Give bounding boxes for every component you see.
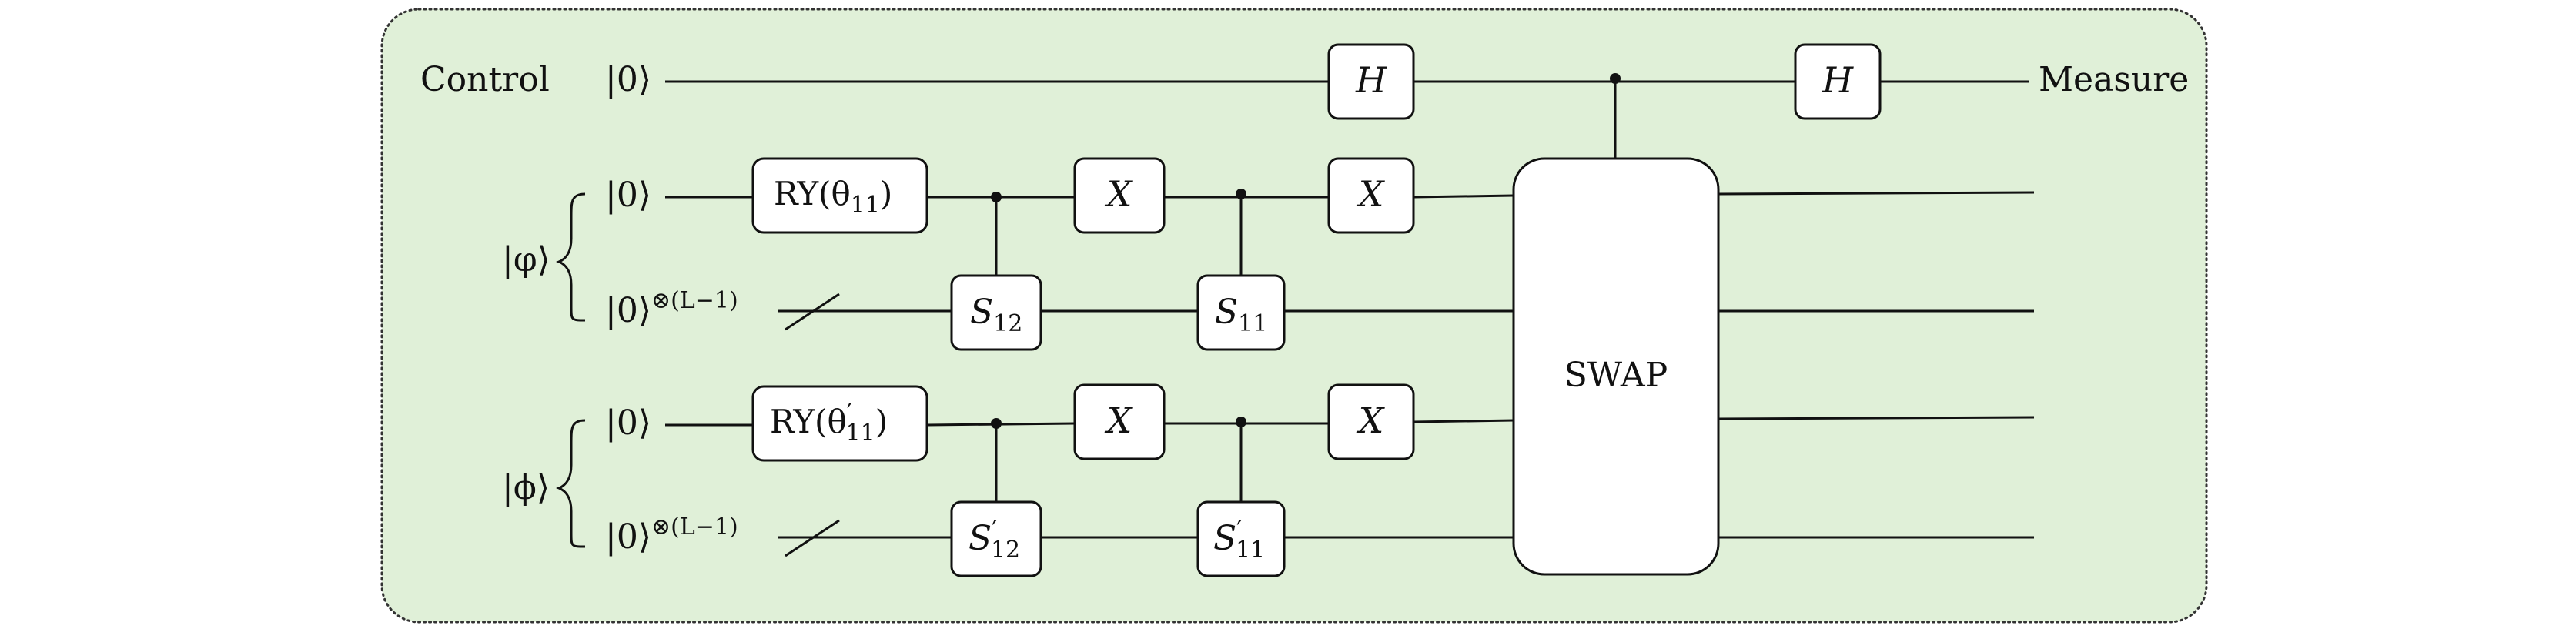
hadamard-gate-1: H (1327, 43, 1415, 120)
control-label: Control (420, 60, 550, 99)
s-prime: ′ (1236, 517, 1242, 544)
ry-prime: ′ (847, 400, 852, 427)
ket-zero-psi: |0⟩ (605, 403, 651, 443)
gate-label-s: S (969, 519, 992, 558)
gate-label-x: X (1357, 400, 1386, 441)
bundle-slash (785, 293, 840, 331)
s11-gate: S11 (1196, 274, 1286, 351)
gate-label-h: H (1355, 59, 1387, 101)
control-dot (991, 418, 1002, 429)
gate-label-swap: SWAP (1564, 356, 1668, 395)
x-gate-1: X (1073, 157, 1166, 234)
wires (665, 79, 2035, 557)
x-gate-2: X (1327, 157, 1415, 234)
gate-label-s: S (1215, 293, 1238, 332)
svg-text:RY(θ11): RY(θ11) (774, 175, 892, 219)
svg-text:S′12: S′12 (969, 517, 1020, 564)
ry-subscript: 11 (846, 420, 875, 447)
control-dot (1236, 189, 1246, 199)
svg-text:S11: S11 (1215, 293, 1267, 337)
tensor-power-psi: ⊗(L−1) (651, 514, 738, 540)
psi-wire-segment (1413, 419, 1514, 423)
tensor-power-phi: ⊗(L−1) (651, 287, 738, 314)
bundle-slash (785, 519, 840, 557)
hadamard-gate-2: H (1794, 43, 1882, 120)
svg-text:|0⟩⊗(L−1): |0⟩⊗(L−1) (605, 287, 738, 330)
svg-text:|0⟩⊗(L−1): |0⟩⊗(L−1) (605, 514, 738, 557)
gate-label-x: X (1105, 400, 1134, 441)
s-subscript: 11 (1238, 310, 1267, 337)
psi-register-brace (555, 419, 586, 548)
ry-close: ) (875, 403, 888, 440)
swap-gate: SWAP (1512, 157, 1720, 576)
measure-label: Measure (2039, 60, 2189, 99)
s-subscript: 12 (993, 310, 1022, 337)
s-subscript: 11 (1236, 537, 1265, 564)
control-dot (1610, 73, 1621, 84)
s12-gate: S12 (950, 274, 1042, 351)
ry-gate-phi: RY(θ11) (751, 157, 928, 234)
phi-register-label: |φ⟩ (502, 240, 550, 279)
psi-register-label: |ϕ⟩ (502, 468, 550, 507)
gate-label-h: H (1822, 59, 1854, 101)
s-prime: ′ (992, 517, 997, 544)
ket-zero-phi-lower: |0⟩ (605, 291, 651, 330)
gate-label-x: X (1105, 173, 1134, 215)
svg-text:RY(θ′11): RY(θ′11) (770, 400, 888, 447)
gate-label-s: S (1213, 519, 1236, 558)
phi-wire-segment (1413, 194, 1514, 199)
ry-label: RY(θ (774, 175, 851, 212)
x-gate-3: X (1073, 383, 1166, 460)
gate-label-s: S (970, 293, 993, 332)
svg-text:S′11: S′11 (1213, 517, 1265, 564)
ry-close: ) (880, 175, 892, 212)
svg-text:S12: S12 (970, 293, 1022, 337)
s-subscript: 12 (991, 537, 1020, 564)
s11-prime-gate: S′11 (1196, 500, 1286, 577)
phi-output-wire (1718, 191, 2035, 196)
ry-gate-psi: RY(θ′11) (751, 385, 928, 462)
x-gate-4: X (1327, 383, 1415, 460)
control-dot (991, 192, 1002, 202)
ket-zero-control: |0⟩ (605, 60, 651, 99)
ket-zero-phi: |0⟩ (605, 176, 651, 215)
psi-output-wire (1718, 416, 2035, 420)
gate-label-x: X (1357, 173, 1386, 215)
s12-prime-gate: S′12 (950, 500, 1042, 577)
ry-subscript: 11 (851, 192, 880, 219)
control-dot (1236, 417, 1246, 427)
ket-zero-psi-lower: |0⟩ (605, 517, 651, 557)
ry-label: RY(θ (770, 403, 847, 440)
phi-register-brace (555, 192, 586, 322)
